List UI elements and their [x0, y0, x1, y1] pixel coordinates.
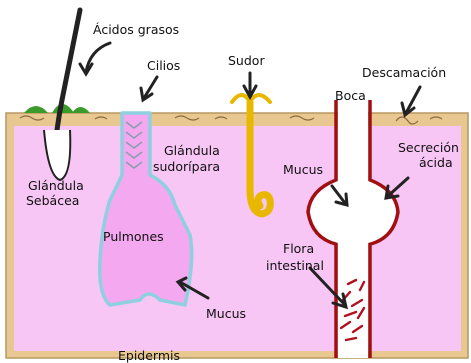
label-sebaceous-gland-1: Glándula	[28, 178, 84, 193]
label-fatty-acids: Ácidos grasos	[93, 22, 179, 37]
label-gut-flora-1: Flora	[283, 241, 314, 256]
label-gut-flora-2: intestinal	[266, 258, 324, 273]
label-sebaceous-gland-2: Sebácea	[26, 193, 79, 208]
label-cilia: Cilios	[147, 58, 180, 73]
label-sweat-gland-1: Glándula	[164, 143, 220, 158]
label-mucus-mouth: Mucus	[283, 162, 323, 177]
label-acid-secretion-1: Secreción	[398, 140, 459, 155]
grass-tuft	[24, 104, 90, 113]
label-mouth: Boca	[335, 88, 366, 103]
label-lungs: Pulmones	[103, 229, 164, 244]
label-epidermis: Epidermis	[118, 348, 180, 363]
label-acid-secretion-2: ácida	[419, 155, 453, 170]
label-sweat-gland-2: sudorípara	[153, 159, 220, 174]
label-desquamation: Descamación	[362, 65, 446, 80]
label-sweat: Sudor	[228, 53, 265, 68]
label-mucus-lungs: Mucus	[206, 306, 246, 321]
